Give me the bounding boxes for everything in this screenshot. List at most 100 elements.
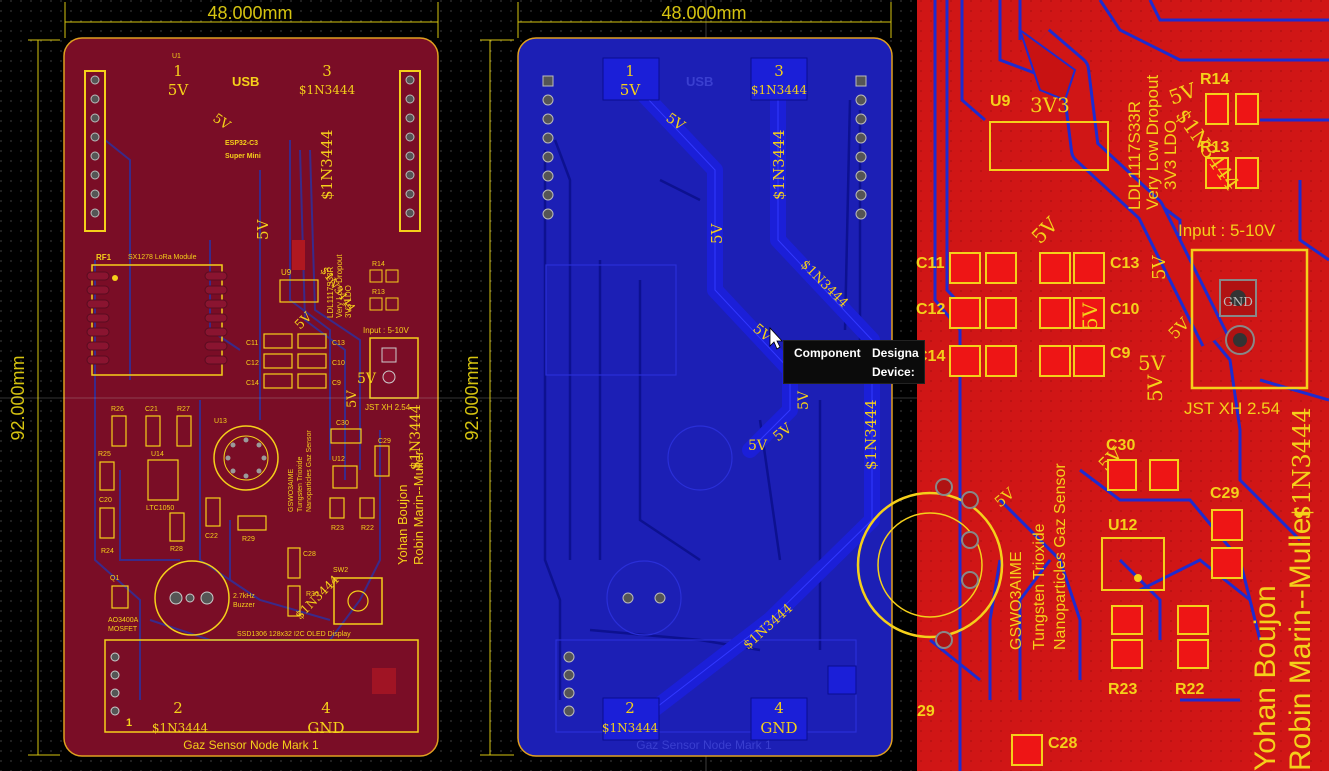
right-u9-outline xyxy=(989,121,1109,171)
left-c21-label: C21 xyxy=(145,406,158,413)
left-ldo-line1: LDL1117S33R xyxy=(326,266,335,318)
middle-board-name: Gaz Sensor Node Mark 1 xyxy=(636,738,772,752)
left-board-outline xyxy=(63,37,439,757)
right-r23-r22-pads xyxy=(1111,605,1209,669)
left-dimension-height xyxy=(28,39,60,756)
left-rf1-label: RF1 xyxy=(96,253,112,262)
left-c29-label: C29 xyxy=(378,438,391,445)
right-r14-pads xyxy=(1205,93,1259,189)
left-pad3-num: 3 xyxy=(322,62,332,80)
left-net-5v-vertical: 5V xyxy=(254,218,272,240)
left-ltc-label: LTC1050 xyxy=(146,505,174,512)
middle-dim-width-text: 48.000mm xyxy=(661,3,746,23)
left-header-pins xyxy=(90,75,415,218)
right-sensor-line1: GSWO3AIME xyxy=(1008,551,1025,650)
right-c28-label: C28 xyxy=(1048,735,1077,752)
left-sensor-line2: Tungsten Trioxide xyxy=(297,457,304,512)
right-zoom-view[interactable]: U9 3V3 LDL1117S33R Very Low Dropout 3V3 … xyxy=(856,0,1329,771)
left-u9-tab xyxy=(292,240,305,270)
right-ldo-line1: LDL1117S33R xyxy=(1125,101,1144,210)
left-esp-label2: Super Mini xyxy=(225,153,261,160)
left-c20-label: C20 xyxy=(99,497,112,504)
middle-net-1n-vert: $1N3444 xyxy=(770,130,788,200)
left-q1-label: Q1 xyxy=(110,575,119,582)
right-c30-label: C30 xyxy=(1106,437,1135,454)
right-c11-label: C11 xyxy=(916,255,945,272)
left-board-view[interactable]: 48.000mm 92.000mm xyxy=(8,2,439,757)
middle-board-outline xyxy=(517,37,893,757)
left-q1-outline xyxy=(111,585,129,609)
left-dimension-width xyxy=(64,2,439,38)
left-input-label: Input : 5-10V xyxy=(363,326,409,335)
right-u12-label: U12 xyxy=(1108,517,1137,534)
right-u12-outline xyxy=(1101,537,1165,591)
right-c10-label: C10 xyxy=(1110,301,1139,318)
tooltip-device-label: Device: xyxy=(872,365,915,379)
left-u12-area xyxy=(329,428,390,519)
left-sensor-outline xyxy=(213,425,279,491)
right-sensor-outline xyxy=(856,491,1004,639)
right-sensor-line2: Tungsten Trioxide xyxy=(1031,523,1048,650)
left-net-5v-vert2: 5V xyxy=(345,390,360,408)
left-pin1-label: 1 xyxy=(126,717,132,729)
middle-pads xyxy=(602,57,857,741)
left-c14-label: C14 xyxy=(246,380,259,387)
left-sensor-line3: Nanoparticles Gaz Sensor xyxy=(306,430,313,512)
mouse-cursor-icon xyxy=(769,326,783,350)
left-rf1-pin1-dot xyxy=(112,275,118,281)
left-buzzer-label1: 2.7kHz xyxy=(233,593,255,600)
right-u12-pin1-dot xyxy=(1134,574,1142,582)
middle-header-pins xyxy=(542,75,867,717)
tooltip-designator-label: Designa xyxy=(872,346,919,360)
left-dim-width-text: 48.000mm xyxy=(207,3,292,23)
left-net-1n-vertical2: $1N3444 xyxy=(408,404,424,470)
right-u9-label: U9 xyxy=(990,93,1011,110)
left-oled-outline xyxy=(104,639,419,733)
right-jst-pin2-hole xyxy=(1233,333,1247,347)
left-r30-label: R30 xyxy=(306,591,319,598)
right-net-5v-vert3: 5V xyxy=(1149,255,1170,280)
middle-pad2-net: $1N3444 xyxy=(602,721,659,735)
right-3v3-label: 3V3 xyxy=(1030,93,1070,117)
middle-dimension-width xyxy=(517,2,892,38)
right-r29-partial: 29 xyxy=(917,703,935,720)
right-net-5v-vert: 5V xyxy=(1078,302,1102,330)
left-r22-label: R22 xyxy=(361,525,374,532)
left-jst-pin2 xyxy=(382,370,396,384)
left-r26-label: R26 xyxy=(111,406,124,413)
left-r29-label: R29 xyxy=(242,536,255,543)
left-pad2-num: 2 xyxy=(173,699,183,717)
left-ldo-line3: 3V3 LDO xyxy=(344,285,353,318)
middle-dim-height-text: 92.000mm xyxy=(462,355,482,440)
right-jst-pin1-hole xyxy=(1230,290,1246,306)
right-sensor-line3: Nanoparticles Gaz Sensor xyxy=(1052,463,1069,650)
left-sw2-button xyxy=(347,590,369,612)
middle-board-view[interactable]: 48.000mm 92.000mm xyxy=(462,2,893,757)
middle-net-5v-vert2: 5V xyxy=(796,390,812,410)
middle-pad3-num: 3 xyxy=(774,62,784,80)
right-c29-label: C29 xyxy=(1210,485,1239,502)
left-pad1-net: 5V xyxy=(168,81,190,99)
right-net-1n-vert: $1N3444 xyxy=(1288,407,1316,520)
left-r28-label: R28 xyxy=(170,546,183,553)
left-net-1n-vertical: $1N3444 xyxy=(318,130,336,200)
left-u13-label: U13 xyxy=(214,418,227,425)
left-sw2-label: SW2 xyxy=(333,567,348,574)
left-u9-outline xyxy=(279,279,319,303)
middle-dimension-height xyxy=(480,39,514,756)
right-gnd-label: GND xyxy=(1223,295,1253,309)
left-r23-label: R23 xyxy=(331,525,344,532)
right-c12-label: C12 xyxy=(916,301,945,318)
left-pad1-num: 1 xyxy=(173,62,183,80)
left-esp-label1: ESP32-C3 xyxy=(225,140,258,147)
left-r30-outline xyxy=(287,585,301,617)
middle-pad1-net: 5V xyxy=(620,81,642,99)
right-input-label: Input : 5-10V xyxy=(1178,221,1276,240)
left-usb-label: USB xyxy=(232,74,259,89)
left-oled-pad xyxy=(372,668,396,694)
left-c30-label: C30 xyxy=(336,420,349,427)
left-r25-label: R25 xyxy=(98,451,111,458)
left-sensor-inner xyxy=(223,435,269,481)
left-u9-label: U9 xyxy=(281,268,292,277)
